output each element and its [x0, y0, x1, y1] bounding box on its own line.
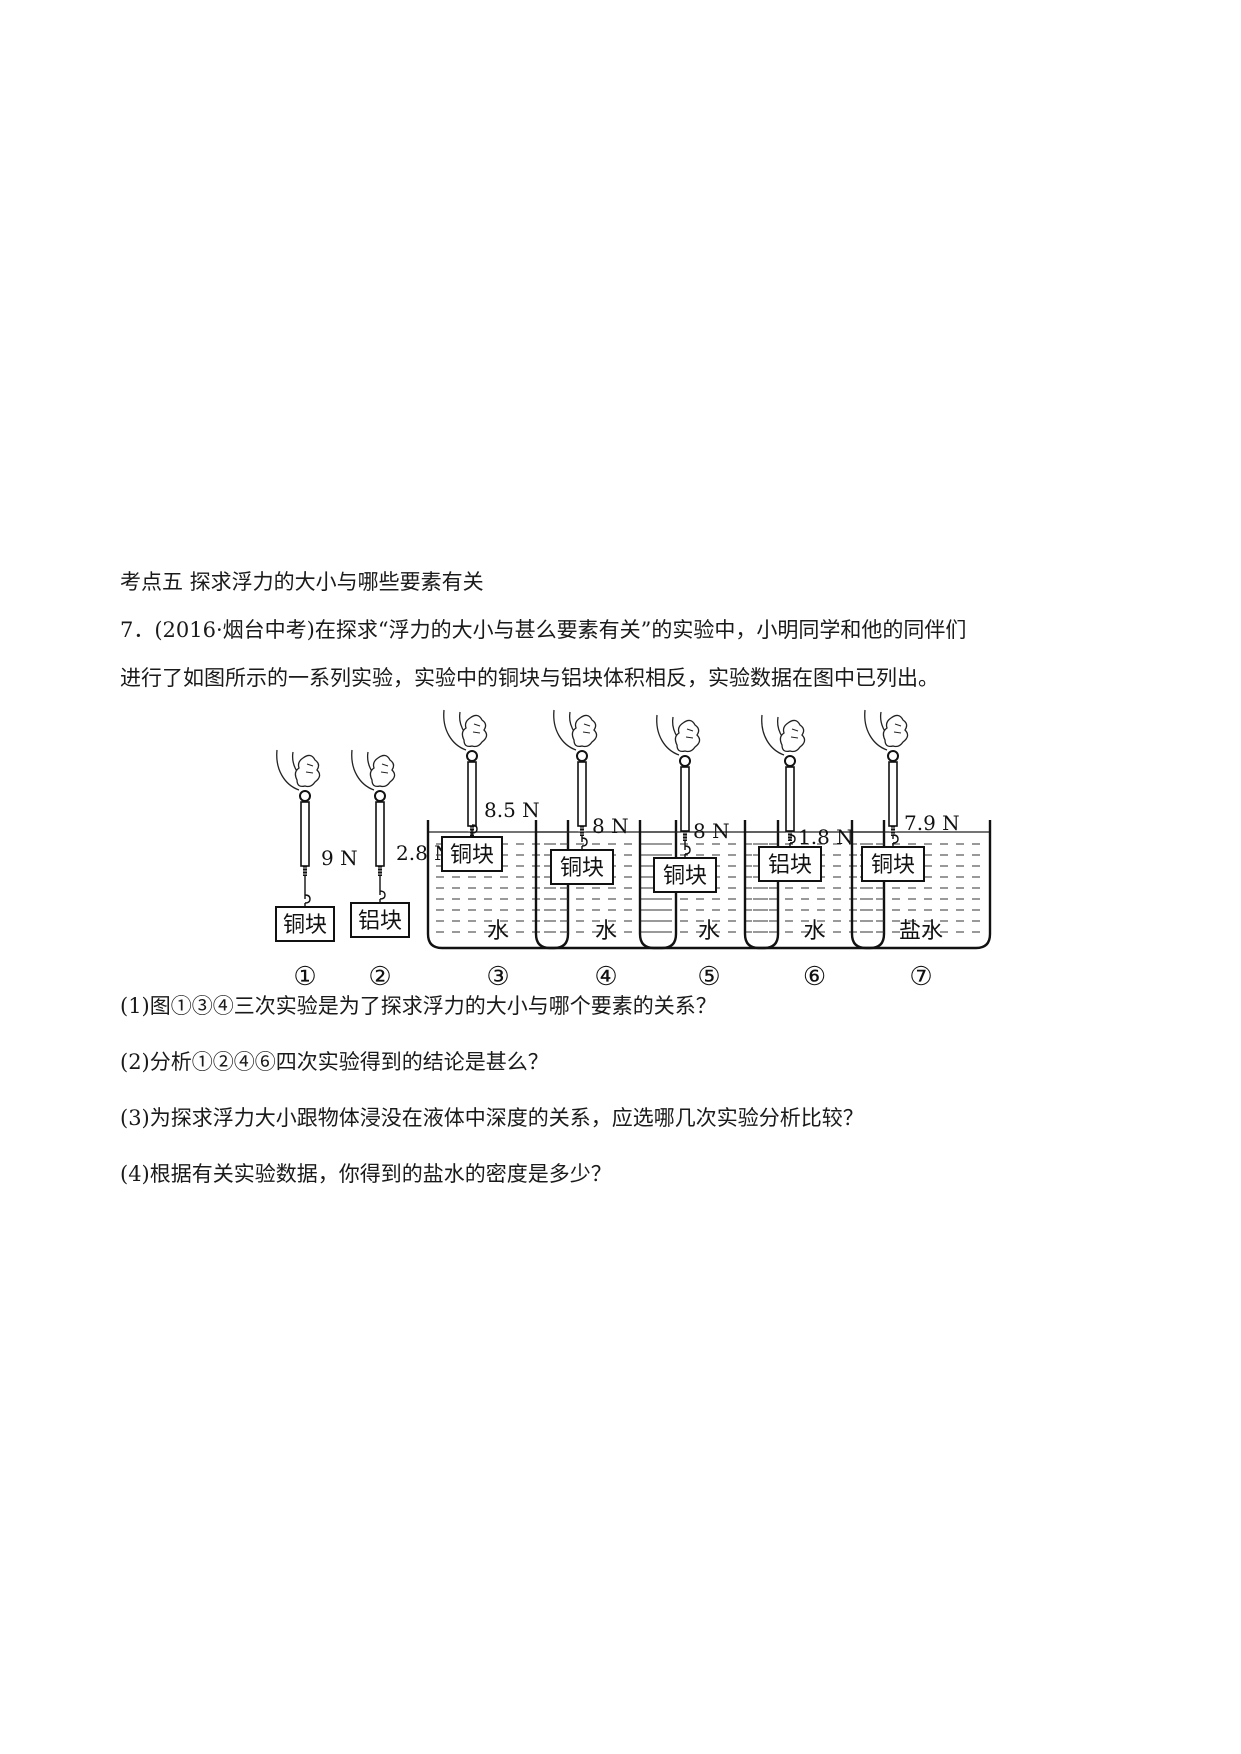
hand-icon: [761, 714, 806, 756]
block: [653, 857, 717, 893]
scale-reading: 1.8 N: [798, 825, 854, 849]
block: [441, 836, 503, 872]
sub-question-4: (4)根据有关实验数据，你得到的盐水的密度是多少？: [120, 1162, 612, 1186]
scale-reading: 8 N: [592, 814, 629, 838]
hand-icon: [351, 749, 396, 791]
spring-scale: [577, 761, 587, 836]
block: [861, 846, 925, 882]
spring-scale: [375, 801, 385, 876]
experiment-2: 铝块2.8 N②: [350, 749, 452, 992]
block: [550, 849, 614, 885]
scale-reading: 9 N: [321, 846, 358, 870]
experiment-4: 水 铜块 8 N ④: [534, 709, 678, 992]
spring-scale: [680, 766, 690, 841]
experiment-number: ⑥: [803, 962, 826, 992]
experiment-number: ②: [368, 962, 391, 992]
block-label: 铜块: [871, 853, 915, 878]
scale-reading: 8.5 N: [484, 798, 540, 822]
sub-question-1: (1)图①③④三次实验是为了探求浮力的大小与哪个要素的关系？: [120, 994, 717, 1018]
hand-icon: [656, 714, 701, 756]
block-label: 铜块: [560, 856, 604, 881]
spring-scale: [785, 766, 795, 841]
hand-icon: [864, 709, 909, 751]
liquid-label: 水: [487, 919, 509, 944]
liquid-label: 盐水: [899, 919, 943, 944]
experiment-number: ④: [594, 962, 617, 992]
liquid-label: 水: [803, 919, 825, 944]
experiment-3: 水 铜块 8.5 N ③: [426, 709, 570, 992]
liquid-label: 水: [698, 919, 720, 944]
block-label: 铜块: [450, 843, 494, 868]
block: [350, 902, 410, 938]
hand-icon: [553, 709, 598, 751]
beaker: 盐水: [850, 820, 992, 950]
sub-question-3: (3)为探求浮力大小跟物体浸没在液体中深度的关系，应选哪几次实验分析比较？: [120, 1106, 864, 1130]
scale-reading: 7.9 N: [904, 811, 960, 835]
liquid-label: 水: [595, 919, 617, 944]
buoyancy-experiment-figure: 铜块 9 N ① 铝块2.8 N② 水 铜块 8.5 N ③ 水 铜块 8 N ④ 水 铜块 8 N ⑤ 水 铝块…: [275, 709, 992, 992]
experiment-number: ⑤: [697, 962, 720, 992]
experiment-7: 盐水 铜块 7.9 N ⑦: [850, 709, 992, 992]
hand-icon: [443, 709, 488, 751]
spring-scale: [300, 801, 310, 876]
block-label: 铝块: [768, 853, 812, 878]
scale-reading: 8 N: [693, 819, 730, 843]
block-label: 铜块: [663, 864, 707, 889]
experiment-number: ⑦: [909, 962, 932, 992]
block-label: 铜块: [283, 913, 327, 938]
block: [275, 906, 335, 942]
experiment-5: 水 铜块 8 N ⑤: [638, 714, 780, 992]
question-line-2: 进行了如图所示的一系列实验，实验中的铜块与铝块体积相反，实验数据在图中已列出。: [120, 666, 939, 690]
block-label: 铝块: [358, 909, 402, 934]
section-title: 考点五 探求浮力的大小与哪些要素有关: [120, 570, 484, 594]
sub-question-2: (2)分析①②④⑥四次实验得到的结论是甚么？: [120, 1050, 549, 1074]
question-line-1: 7．(2016·烟台中考)在探求“浮力的大小与甚么要素有关”的实验中，小明同学和…: [120, 618, 967, 642]
experiment-1: 铜块 9 N ①: [275, 749, 358, 992]
experiment-number: ③: [486, 962, 509, 992]
hand-icon: [276, 749, 321, 791]
experiment-number: ①: [293, 962, 316, 992]
block: [758, 846, 822, 882]
spring-scale: [888, 761, 898, 836]
